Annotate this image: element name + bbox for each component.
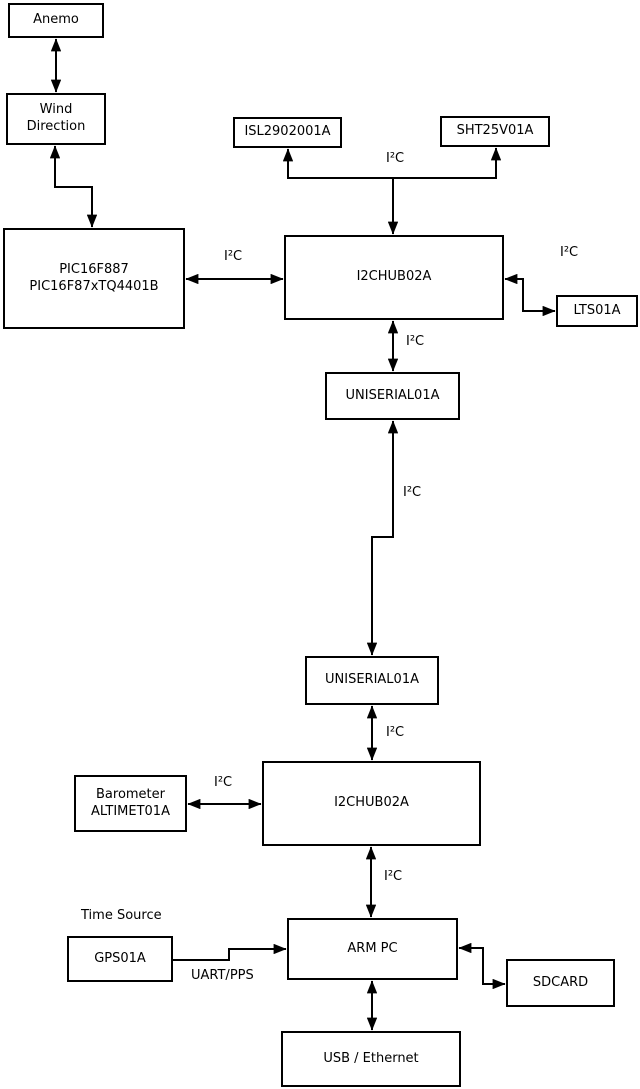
node-uniserial-bottom-label: UNISERIAL01A bbox=[325, 672, 419, 688]
connector-armpc-sdcard bbox=[458, 942, 506, 990]
node-arm-pc: ARM PC bbox=[287, 918, 458, 980]
edge-label-i2c-hub-uniserial: I²C bbox=[406, 334, 425, 349]
node-usb-ethernet: USB / Ethernet bbox=[281, 1031, 461, 1087]
node-wind-direction-label: Wind Direction bbox=[26, 102, 86, 134]
node-wind-direction: Wind Direction bbox=[6, 93, 106, 145]
node-anemometer: Anemo bbox=[8, 3, 104, 38]
node-uniserial-bottom: UNISERIAL01A bbox=[305, 656, 439, 705]
connector-gps-armpc bbox=[173, 943, 287, 961]
node-sdcard-label: SDCARD bbox=[532, 974, 589, 990]
node-pic-microcontroller: PIC16F887 PIC16F87xTQ4401B bbox=[3, 228, 185, 329]
edge-label-uart-pps: UART/PPS bbox=[191, 968, 254, 983]
edge-label-i2c-hub2-armpc: I²C bbox=[384, 869, 403, 884]
edge-label-i2c-uniserial-hub2: I²C bbox=[386, 725, 405, 740]
node-isl-light-sensor: ISL2902001A bbox=[233, 117, 342, 148]
node-gps: GPS01A bbox=[67, 936, 173, 982]
edge-label-i2c-isl-sht: I²C bbox=[386, 151, 405, 166]
edge-label-i2c-hub-lts: I²C bbox=[560, 245, 579, 260]
node-uniserial-top-label: UNISERIAL01A bbox=[345, 387, 440, 403]
edge-label-i2c-pic-hub: I²C bbox=[224, 249, 243, 264]
connector-i2chub-lts bbox=[504, 273, 556, 317]
node-arm-pc-label: ARM PC bbox=[347, 940, 398, 956]
node-anemometer-label: Anemo bbox=[33, 12, 79, 28]
connector-uniserial-link bbox=[366, 420, 399, 656]
node-i2c-hub-bottom: I2CHUB02A bbox=[262, 761, 481, 846]
node-barometer: Barometer ALTIMET01A bbox=[74, 775, 187, 832]
node-pic-microcontroller-label: PIC16F887 PIC16F87xTQ4401B bbox=[29, 261, 159, 294]
node-uniserial-top: UNISERIAL01A bbox=[325, 372, 460, 420]
node-i2c-hub-top-label: I2CHUB02A bbox=[356, 269, 432, 285]
connector-wind-pic bbox=[49, 145, 98, 228]
node-isl-light-sensor-label: ISL2902001A bbox=[244, 124, 331, 140]
node-sdcard: SDCARD bbox=[506, 959, 615, 1007]
node-i2c-hub-bottom-label: I2CHUB02A bbox=[334, 795, 409, 811]
edge-label-time-source: Time Source bbox=[81, 908, 162, 923]
node-lts-temperature-sensor: LTS01A bbox=[556, 295, 638, 327]
node-sht-humidity-sensor: SHT25V01A bbox=[440, 116, 550, 147]
node-i2c-hub-top: I2CHUB02A bbox=[284, 235, 504, 320]
node-gps-label: GPS01A bbox=[94, 950, 146, 966]
node-usb-ethernet-label: USB / Ethernet bbox=[323, 1050, 419, 1066]
edge-label-i2c-uniserial-link: I²C bbox=[403, 485, 422, 500]
node-sht-humidity-sensor-label: SHT25V01A bbox=[456, 123, 534, 139]
edge-label-i2c-barometer: I²C bbox=[214, 775, 233, 790]
node-barometer-label: Barometer ALTIMET01A bbox=[91, 786, 170, 819]
node-lts-temperature-sensor-label: LTS01A bbox=[573, 302, 621, 318]
